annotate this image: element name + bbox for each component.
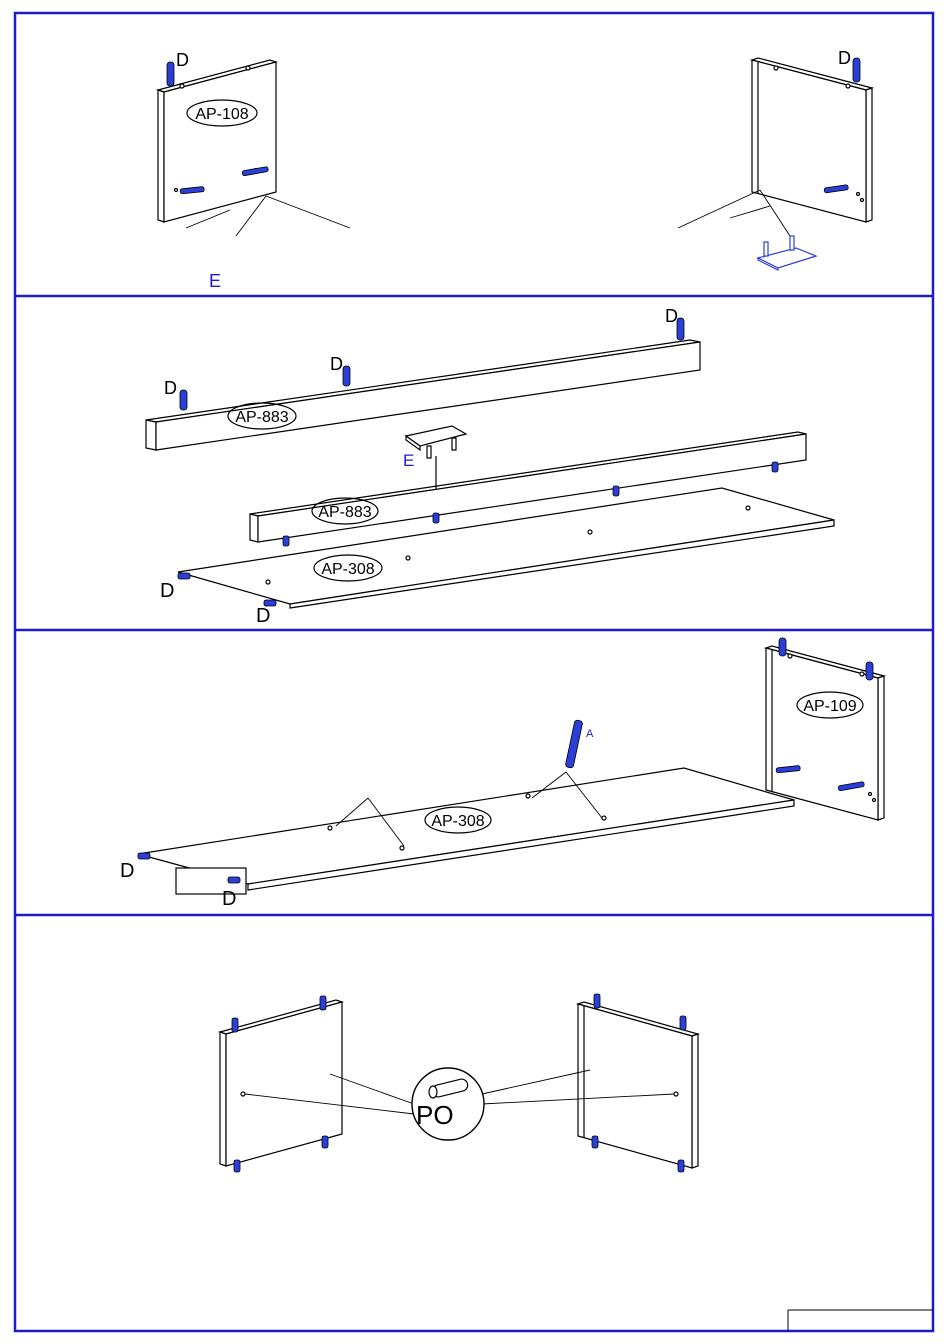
right-side-panel bbox=[752, 58, 872, 222]
dowel-label: D bbox=[120, 860, 134, 882]
step1-panel: AP-108 D E D bbox=[158, 48, 872, 291]
part-label-ap883: AP-883 bbox=[318, 504, 371, 521]
dowel-label: D bbox=[665, 306, 678, 326]
shelf-board bbox=[138, 768, 794, 894]
left-side-panel bbox=[158, 60, 276, 222]
shelf-board bbox=[178, 488, 834, 608]
screw-label: A bbox=[586, 728, 594, 740]
bracket-e-part bbox=[758, 236, 816, 270]
bracket-e-part bbox=[406, 426, 466, 490]
step2-panel: AP-883 AP-883 AP-308 bbox=[146, 306, 834, 627]
dowel-label: D bbox=[256, 605, 270, 627]
dowel-label: D bbox=[222, 888, 236, 910]
part-label-ap308: AP-308 bbox=[321, 561, 374, 578]
dowel-label: D bbox=[160, 580, 174, 602]
handle-label: PO bbox=[416, 1100, 454, 1130]
part-label-ap109: AP-109 bbox=[803, 698, 856, 715]
part-label-ap308: AP-308 bbox=[431, 813, 484, 830]
dowel-label: D bbox=[330, 354, 343, 374]
dowel-label: D bbox=[838, 48, 851, 68]
dowel-label: D bbox=[164, 378, 177, 398]
step3-panel: AP-308 A AP-109 D D bbox=[120, 638, 884, 910]
bracket-label: E bbox=[209, 271, 221, 291]
dowel-label: D bbox=[176, 50, 189, 70]
step4-panel: PO bbox=[220, 994, 933, 1331]
bracket-label: E bbox=[403, 451, 414, 470]
part-label-ap108: AP-108 bbox=[195, 106, 248, 123]
part-label-ap883: AP-883 bbox=[235, 409, 288, 426]
cam-screw bbox=[565, 720, 583, 769]
